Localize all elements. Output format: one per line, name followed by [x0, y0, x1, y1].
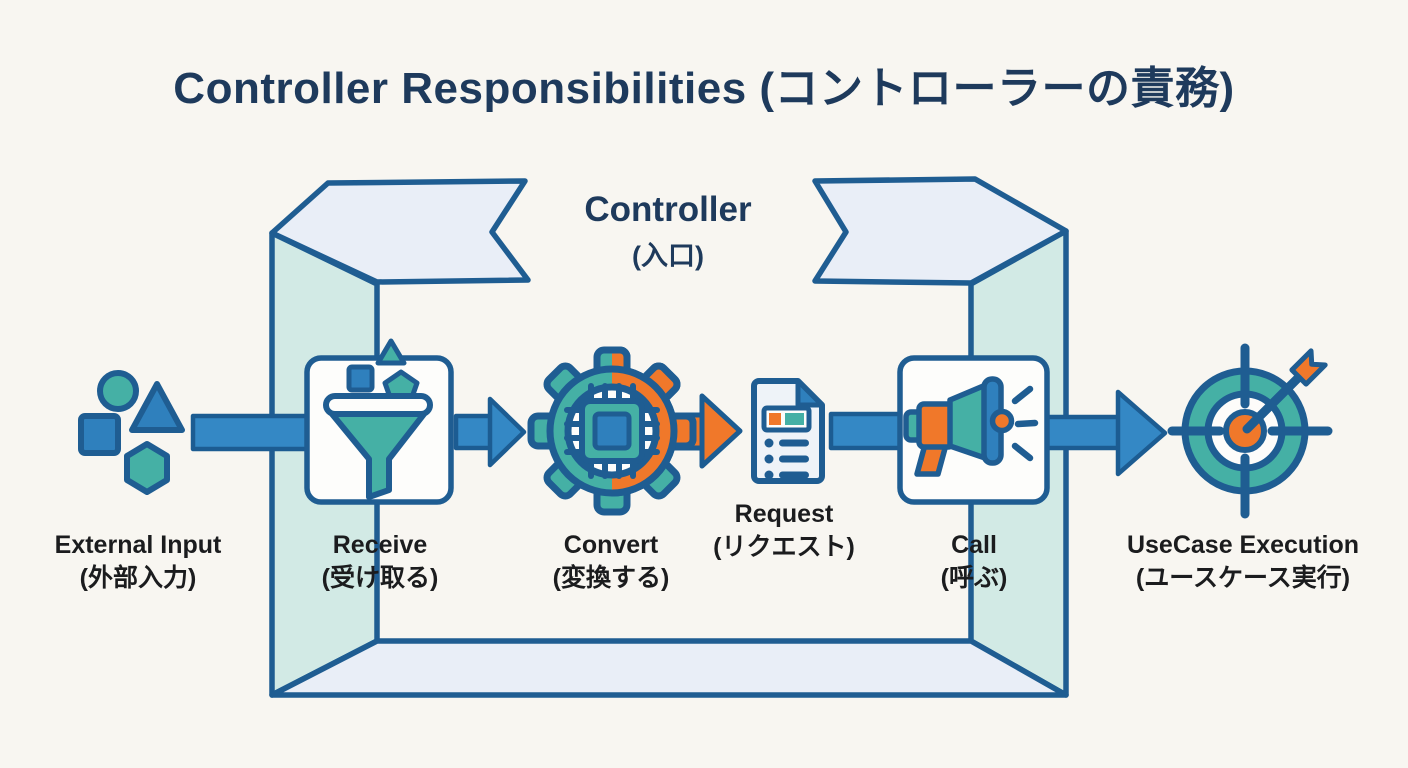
controller-box [269, 228, 1069, 698]
document-header-orange-square [769, 413, 781, 425]
label-receive: Receive (受け取る) [322, 529, 439, 595]
controller-banner-sublabel: (入口) [632, 241, 704, 271]
controller-banner-right-ribbon [812, 176, 1069, 286]
flow-arrow-input-to-receive [190, 413, 314, 452]
page-title: Controller Responsibilities (コントローラーの責務) [173, 64, 1235, 113]
document-list-lines [764, 438, 809, 480]
label-call-jp: (呼ぶ) [940, 564, 1008, 592]
funnel-falling-triangle [375, 338, 407, 366]
input-circle-shape [97, 370, 139, 412]
label-receive-jp: (受け取る) [321, 564, 439, 592]
funnel-icon [323, 338, 433, 500]
controller-banner [269, 176, 1069, 286]
external-input-icon [78, 370, 185, 495]
label-request: Request (リクエスト) [713, 498, 855, 564]
label-convert-jp: (変換する) [552, 564, 670, 592]
document-folded-corner [795, 378, 825, 408]
label-convert: Convert (変換する) [553, 529, 670, 595]
input-triangle-shape [129, 381, 185, 433]
label-call-en: Call [951, 531, 997, 559]
target-crosshairs [1167, 343, 1333, 519]
convert-gear-icon [527, 346, 743, 516]
chip-core [592, 411, 632, 451]
funnel-falling-square [346, 364, 375, 393]
input-square-shape [78, 413, 121, 456]
call-megaphone-icon [903, 376, 1039, 477]
target-dart-shaft [1242, 371, 1305, 434]
label-request-jp: (リクエスト) [713, 533, 855, 561]
flow-arrow-call-to-usecase [1037, 389, 1168, 477]
label-usecase-execution: UseCase Execution (ユースケース実行) [1127, 529, 1359, 595]
label-external-input: External Input (外部入力) [55, 529, 222, 595]
target-dart-fletching [1289, 348, 1328, 387]
funnel-rim [323, 393, 433, 417]
label-usecase-execution-en: UseCase Execution [1126, 531, 1360, 559]
request-document-icon [751, 378, 825, 484]
chip-pins [564, 383, 660, 479]
label-request-en: Request [734, 500, 834, 528]
megaphone-sound-dot [989, 408, 1015, 434]
flow-arrow-receive-to-convert [453, 396, 527, 468]
controller-banner-left-ribbon [269, 178, 531, 285]
document-header-teal-bar [785, 413, 804, 425]
label-receive-en: Receive [332, 531, 428, 559]
label-external-input-jp: (外部入力) [79, 564, 197, 592]
megaphone-sound-lines [1011, 385, 1039, 462]
label-call: Call (呼ぶ) [941, 529, 1008, 595]
flow-arrow-request-to-call [828, 411, 908, 451]
input-hexagon-shape [124, 441, 170, 495]
label-usecase-execution-jp: (ユースケース実行) [1135, 564, 1351, 592]
label-external-input-en: External Input [54, 531, 222, 559]
label-convert-en: Convert [563, 531, 659, 559]
controller-box-bottom [269, 638, 1069, 698]
controller-banner-label: Controller [584, 190, 752, 229]
usecase-target-icon [1167, 343, 1333, 519]
